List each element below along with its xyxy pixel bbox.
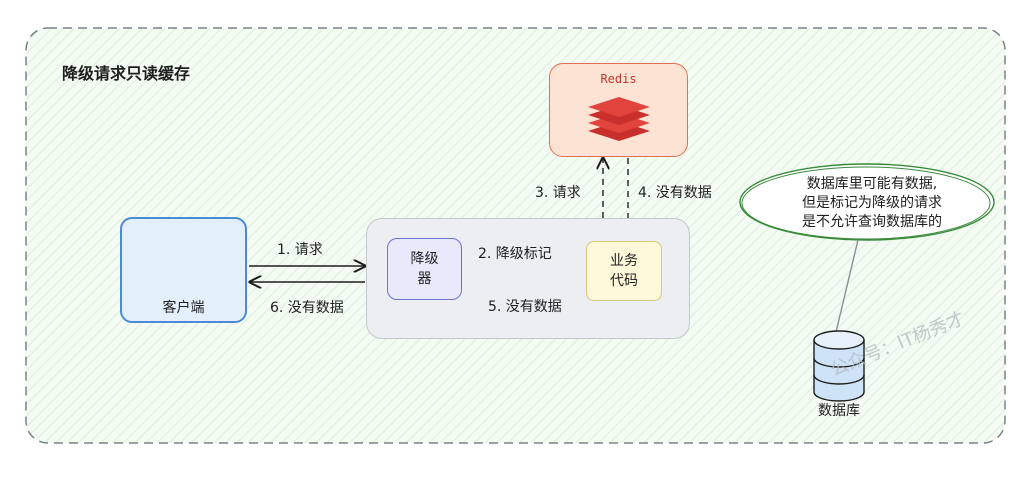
client-node: 客户端 — [120, 217, 247, 323]
redis-node: Redis — [549, 63, 688, 157]
note-ellipse-sketch — [741, 166, 991, 240]
note-ellipse — [739, 163, 995, 241]
note-line: 是不允许查询数据库的 — [802, 214, 942, 230]
edge-label-cache-nodata: 4. 没有数据 — [638, 185, 712, 201]
diagram-title: 降级请求只读缓存 — [62, 64, 191, 83]
business-label-line: 业务 — [610, 253, 638, 269]
redis-label: Redis — [600, 72, 637, 86]
degrader-node: 降级 器 — [387, 238, 462, 300]
note-line: 但是标记为降级的请求 — [802, 195, 942, 211]
edge-label-client-nodata: 6. 没有数据 — [270, 300, 344, 316]
business-code-node: 业务 代码 — [586, 241, 662, 301]
degrader-label-line: 降级 — [410, 251, 439, 267]
edge-label-mark: 2. 降级标记 — [478, 246, 552, 262]
client-label: 客户端 — [162, 300, 205, 316]
edge-label-biz-nodata: 5. 没有数据 — [488, 299, 562, 315]
redis-stack-icon — [587, 97, 650, 141]
degrader-label-line: 器 — [417, 271, 432, 287]
business-label-line: 代码 — [610, 273, 638, 289]
database-label: 数据库 — [818, 403, 860, 419]
database-cylinder-icon — [813, 330, 865, 402]
note-line: 数据库里可能有数据, — [806, 176, 938, 192]
edge-label-request: 1. 请求 — [277, 242, 323, 258]
edge-label-cache-request: 3. 请求 — [535, 185, 581, 201]
note-text: 数据库里可能有数据, 但是标记为降级的请求 是不允许查询数据库的 — [772, 175, 972, 232]
note-connector — [835, 239, 859, 333]
